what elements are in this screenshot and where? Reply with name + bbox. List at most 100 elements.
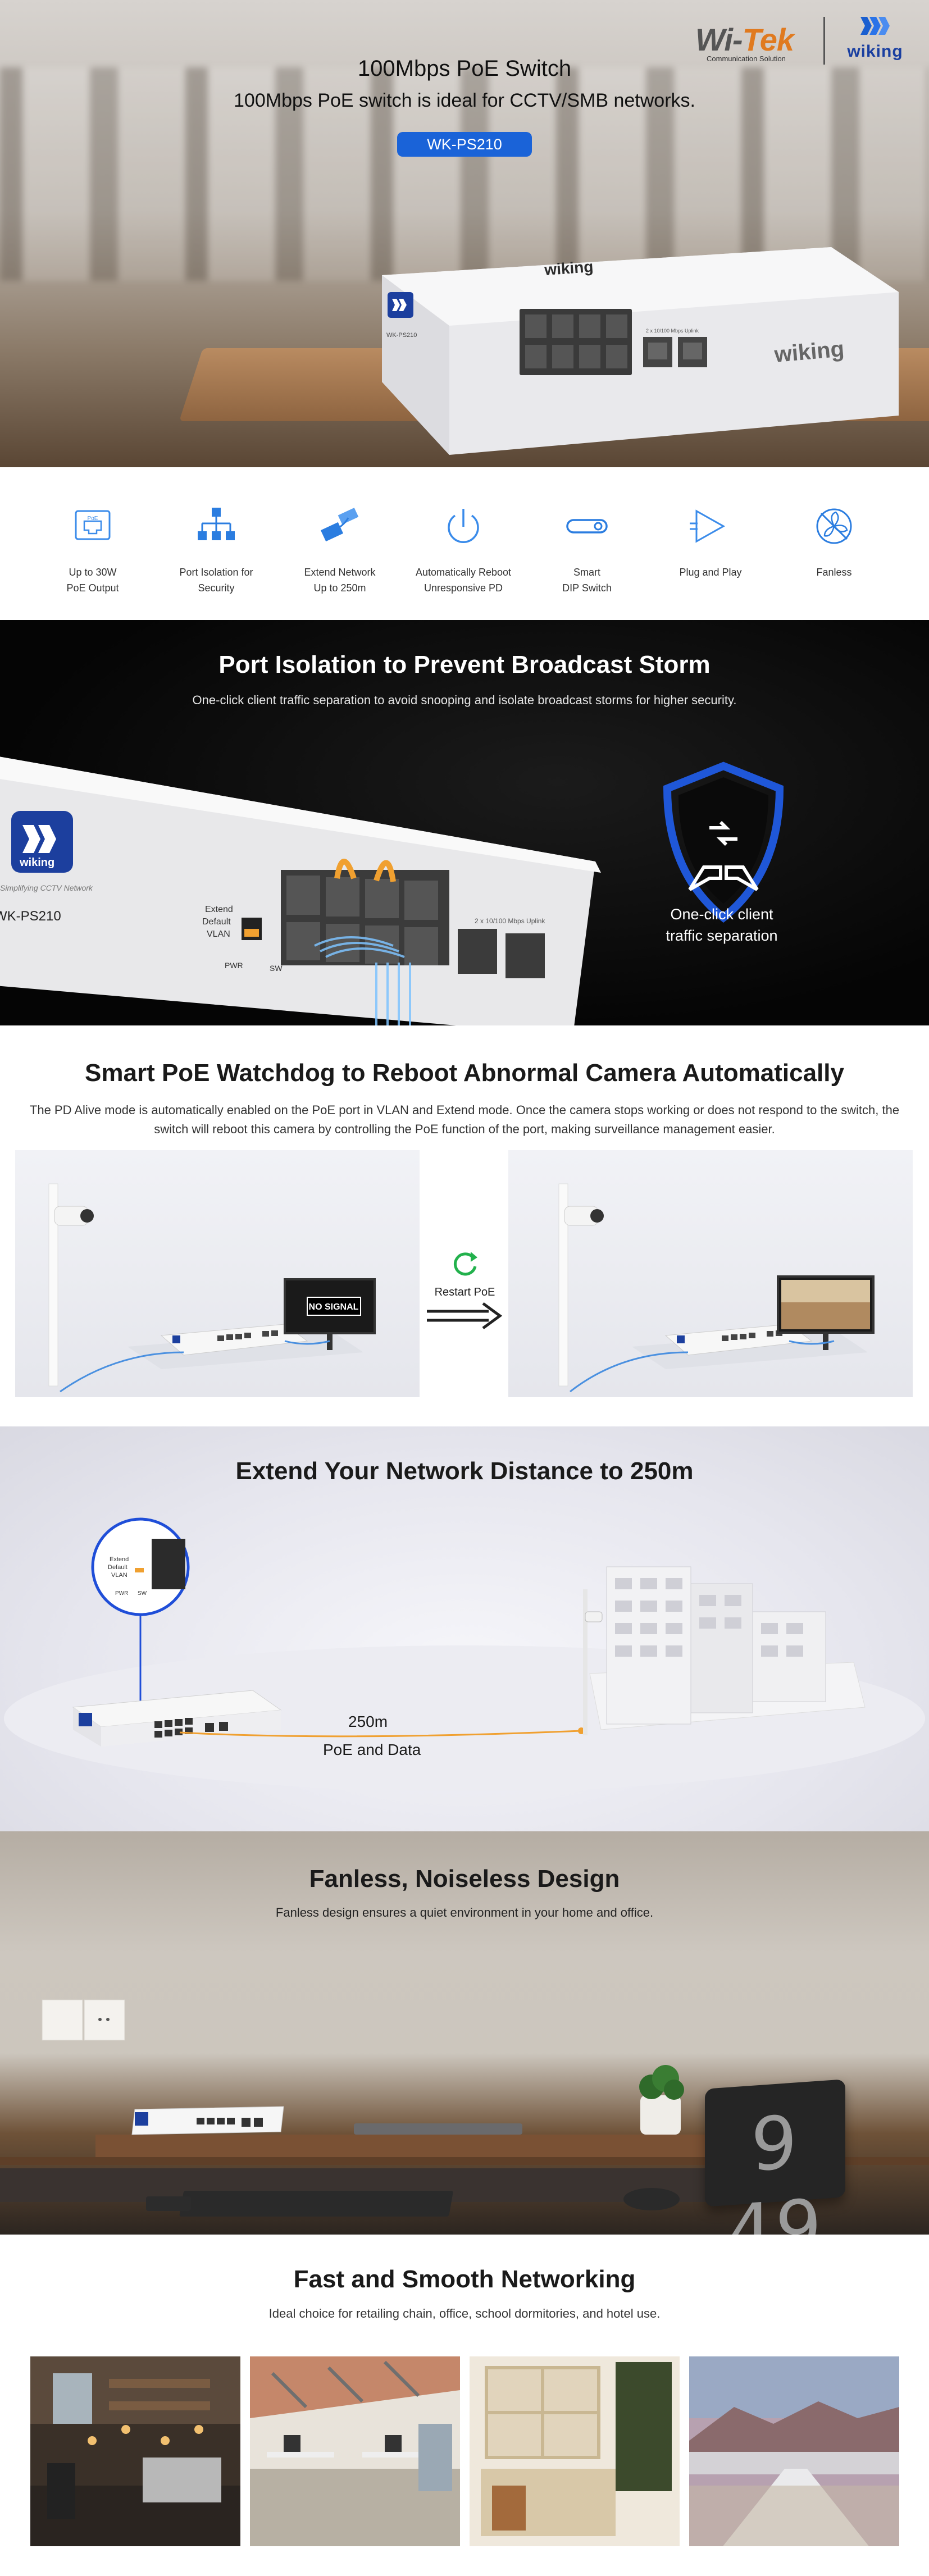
- networking-description: Ideal choice for retailing chain, office…: [268, 2306, 661, 2320]
- feature-fanless: Fanless: [781, 501, 887, 580]
- photo-dormitory: [470, 2356, 680, 2546]
- hero-switch-logo: [388, 292, 413, 318]
- zoom-pwr-label: PWR: [115, 1590, 128, 1597]
- digital-clock: 9 49: [705, 2079, 845, 2235]
- extend-distance-section: Extend Your Network Distance to 250m Ext…: [0, 1426, 929, 1831]
- restart-poe-indicator: Restart PoE: [424, 1247, 506, 1335]
- isolation-sw-label: SW: [270, 964, 283, 973]
- wiking-logo-text: wiking: [847, 42, 903, 61]
- isolation-dip-default: Default: [202, 917, 231, 927]
- isolation-title: Port Isolation to Prevent Broadcast Stor…: [218, 651, 711, 678]
- feature-auto-reboot: Automatically Reboot Unresponsive PD: [410, 501, 517, 596]
- extend-title: Extend Your Network Distance to 250m: [235, 1457, 694, 1485]
- plug-play-icon: [690, 509, 726, 543]
- hero-switch-uplink-label: 2 x 10/100 Mbps Uplink: [646, 328, 699, 334]
- hero-title: 100Mbps PoE Switch: [357, 56, 572, 81]
- wall-switch: [42, 1999, 83, 2041]
- watchdog-before-panel: NO SIGNAL: [15, 1150, 420, 1397]
- hero-subtitle: 100Mbps PoE switch is ideal for CCTV/SMB…: [234, 90, 695, 111]
- networking-section: Fast and Smooth Networking Ideal choice …: [0, 2235, 929, 2576]
- feature-isolation-line2: Security: [198, 582, 235, 594]
- isolation-device-tagline: Simplifying CCTV Network: [0, 883, 93, 892]
- watchdog-description: The PD Alive mode is automatically enabl…: [29, 1103, 900, 1136]
- hero-switch-side-brand: wiking: [773, 336, 845, 367]
- power-reboot-icon: [448, 509, 479, 543]
- feature-plug-play: Plug and Play: [657, 501, 764, 580]
- fanless-scene-illustration: [0, 1999, 929, 2217]
- feature-extend-line2: Up to 250m: [313, 582, 366, 594]
- no-signal-box: [307, 1297, 361, 1316]
- clock-time: 9 49: [726, 2099, 824, 2235]
- fanless-description: Fanless design ensures a quiet environme…: [275, 1905, 654, 1920]
- feature-fanless-line1: Fanless: [816, 567, 852, 578]
- zoom-sw-label: SW: [138, 1590, 147, 1597]
- hero-background-blur: [0, 67, 929, 281]
- port-isolation-section: Port Isolation to Prevent Broadcast Stor…: [0, 620, 929, 1025]
- photo-office: [250, 2356, 460, 2546]
- isolation-device-brand: wiking: [19, 856, 54, 869]
- isolation-uplink-label: 2 x 10/100 Mbps Uplink: [475, 917, 545, 925]
- isolation-switch-closeup: wiking Simplifying CCTV Network WK-PS210…: [0, 756, 601, 1025]
- witek-logo-wi: Wi-: [695, 22, 743, 57]
- isolation-device-model: WK-PS210: [0, 909, 61, 924]
- feature-dip-line2: DIP Switch: [562, 582, 612, 594]
- watchdog-title: Smart PoE Watchdog to Reboot Abnormal Ca…: [85, 1059, 844, 1087]
- isolation-caption-line1: One-click client: [670, 906, 773, 923]
- no-signal-text: NO SIGNAL: [309, 1302, 359, 1312]
- hero-switch-top-brand: wiking: [543, 258, 594, 279]
- extend-cable-icon: [320, 508, 359, 542]
- arrow-right-icon: [427, 1302, 503, 1330]
- wiking-logo-icon: [860, 17, 890, 35]
- refresh-icon: [453, 1252, 477, 1276]
- feature-isolation-line1: Port Isolation for: [179, 567, 253, 578]
- wall-socket: [84, 1999, 125, 2041]
- brand-separator: [823, 17, 825, 65]
- after-scene-illustration: [558, 1183, 875, 1393]
- hero-switch-image: WK-PS210 wiking 2 x 10/100 Mbps Uplink w…: [382, 247, 899, 455]
- isolation-description: One-click client traffic separation to a…: [192, 693, 737, 707]
- model-badge: WK-PS210: [397, 132, 532, 157]
- feature-poe-line1: Up to 30W: [69, 567, 117, 578]
- feature-poe-output: PoE Up to 30W PoE Output: [39, 501, 146, 596]
- fanless-icon: [816, 508, 852, 544]
- feature-icons-section: PoE Up to 30W PoE Output Port Isolation …: [0, 467, 929, 620]
- fanless-section: Fanless, Noiseless Design Fanless design…: [0, 1831, 929, 2235]
- isolation-dip-extend: Extend: [205, 905, 233, 914]
- feature-reboot-line2: Unresponsive PD: [423, 582, 503, 594]
- extend-scene-illustration: Extend Default VLAN PWR SW: [4, 1517, 925, 1791]
- feature-dip-line1: Smart: [573, 567, 600, 578]
- feature-extend-network: Extend Network Up to 250m: [286, 501, 393, 596]
- zoom-extend-label: Extend: [110, 1556, 129, 1563]
- shield-isolation-icon: [663, 762, 784, 923]
- watchdog-section: Smart PoE Watchdog to Reboot Abnormal Ca…: [0, 1025, 929, 1426]
- wiking-logo: wiking: [836, 12, 914, 69]
- distance-label: 250m: [348, 1713, 388, 1730]
- feature-dip-switch: Smart DIP Switch: [534, 501, 640, 596]
- isolation-dip-vlan: VLAN: [207, 929, 230, 939]
- feature-extend-line1: Extend Network: [304, 567, 376, 578]
- feature-plug-line1: Plug and Play: [679, 567, 742, 578]
- feature-reboot-line1: Automatically Reboot: [415, 567, 512, 578]
- photo-cafe: [30, 2356, 240, 2546]
- isolation-caption: One-click client traffic separation: [629, 904, 814, 946]
- networking-title: Fast and Smooth Networking: [293, 2265, 636, 2293]
- svg-text:PoE: PoE: [88, 516, 98, 522]
- hero-section: Wi-Tek Communication Solution wiking 100…: [0, 0, 929, 467]
- witek-logo: Wi-Tek Communication Solution: [695, 21, 813, 66]
- witek-tagline: Communication Solution: [707, 54, 786, 63]
- feature-poe-line2: PoE Output: [66, 582, 119, 594]
- fanless-title: Fanless, Noiseless Design: [309, 1865, 620, 1893]
- photo-hotel: [689, 2356, 899, 2546]
- restart-poe-label: Restart PoE: [434, 1286, 495, 1298]
- zoom-vlan-label: VLAN: [111, 1572, 127, 1579]
- poe-data-label: PoE and Data: [323, 1741, 421, 1758]
- watchdog-after-panel: [508, 1150, 913, 1397]
- poe-port-icon: PoE: [75, 510, 111, 540]
- isolation-caption-line2: traffic separation: [666, 927, 778, 944]
- network-tree-icon: [198, 508, 235, 540]
- before-scene-illustration: NO SIGNAL: [48, 1183, 376, 1393]
- zoom-default-label: Default: [108, 1564, 127, 1571]
- witek-logo-tek: Tek: [742, 22, 794, 57]
- feature-port-isolation: Port Isolation for Security: [163, 501, 270, 596]
